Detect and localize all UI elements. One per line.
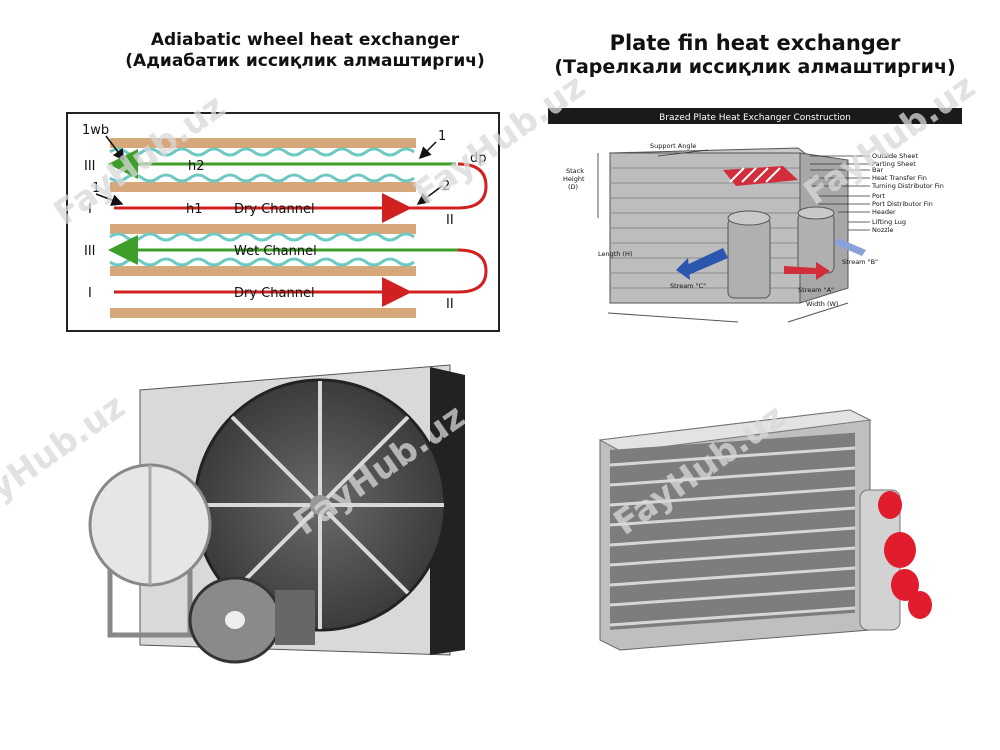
label-heat-transfer-fin: Heat Transfer Fin bbox=[872, 174, 927, 182]
wet-film-4 bbox=[109, 257, 415, 267]
stream-c-arrow bbox=[680, 248, 728, 276]
wet-film-1 bbox=[109, 147, 415, 157]
return-loop-2 bbox=[406, 248, 488, 294]
label-support-angle: Support Angle bbox=[650, 142, 696, 150]
label-I-2: I bbox=[88, 286, 92, 301]
plate-fin-exchanger-illustration bbox=[598, 409, 932, 651]
stream-b-arrow bbox=[834, 238, 866, 256]
plate-2 bbox=[110, 182, 416, 192]
return-loop-1 bbox=[406, 162, 488, 210]
label-h1: h1 bbox=[186, 202, 203, 217]
label-III-1: III bbox=[84, 159, 96, 174]
label-dry-channel-2: Dry Channel bbox=[234, 286, 315, 301]
label-h2: h2 bbox=[188, 159, 205, 174]
plate-3 bbox=[110, 224, 416, 234]
label-width: Width (W) bbox=[806, 300, 838, 308]
plate-4 bbox=[110, 266, 416, 276]
label-lifting-lug: Lifting Lug bbox=[872, 218, 906, 226]
label-wet-channel: Wet Channel bbox=[234, 244, 317, 259]
label-parting-sheet: Parting Sheet bbox=[872, 160, 916, 168]
brazed-plate-construction-diagram: Brazed Plate Heat Exchanger Construction bbox=[548, 108, 962, 323]
right-title-block: Plate fin heat exchanger (Тарелкали исси… bbox=[545, 30, 965, 80]
label-dp: dp bbox=[470, 151, 487, 166]
plate-5 bbox=[110, 308, 416, 318]
label-stream-a: Stream "A" bbox=[798, 286, 834, 294]
right-subtitle: (Тарелкали иссиқлик алмаштиргич) bbox=[554, 56, 956, 79]
label-stack: Stack bbox=[566, 167, 584, 175]
label-III-2: III bbox=[84, 244, 96, 259]
wet-film-2 bbox=[109, 173, 415, 183]
label-1-top: 1 bbox=[438, 129, 446, 144]
label-1-small: 1 bbox=[92, 181, 100, 196]
right-title: Plate fin heat exchanger bbox=[609, 31, 901, 55]
label-length: Length (H) bbox=[598, 250, 632, 258]
label-outside-sheet: Outside Sheet bbox=[872, 152, 918, 160]
stream-a-arrow bbox=[784, 266, 816, 274]
label-dry-channel-1: Dry Channel bbox=[234, 202, 315, 217]
label-I-1: I bbox=[88, 202, 92, 217]
rotary-wheel-illustration bbox=[88, 364, 465, 664]
label-port: Port bbox=[872, 192, 885, 200]
header-left bbox=[727, 217, 771, 299]
label-height: Height bbox=[563, 175, 585, 183]
left-subtitle: (Адиабатик иссиқлик алмаштиргич) bbox=[125, 51, 485, 72]
label-II-1: II bbox=[446, 213, 454, 228]
label-nozzle: Nozzle bbox=[872, 226, 893, 234]
left-title-block: Adiabatic wheel heat exchanger (Адиабати… bbox=[100, 30, 510, 73]
label-stream-b: Stream "B" bbox=[842, 258, 878, 266]
label-1wb: 1wb bbox=[82, 123, 109, 138]
label-bar: Bar bbox=[872, 166, 883, 174]
plate-1 bbox=[110, 138, 416, 148]
adiabatic-channel-diagram: 1wb 1 dp III h2 1 2 I h1 Dry Channel II … bbox=[66, 112, 500, 332]
label-stream-c: Stream "C" bbox=[670, 282, 706, 290]
label-header: Header bbox=[872, 208, 896, 216]
label-d: (D) bbox=[568, 183, 578, 191]
label-2: 2 bbox=[442, 179, 450, 194]
label-turning-fin: Turning Distributor Fin bbox=[871, 182, 944, 190]
left-title: Adiabatic wheel heat exchanger bbox=[150, 30, 460, 50]
wet-film-3 bbox=[109, 232, 415, 242]
construction-banner: Brazed Plate Heat Exchanger Construction bbox=[659, 113, 851, 123]
label-II-2: II bbox=[446, 297, 454, 312]
label-port-fin: Port Distributor Fin bbox=[872, 200, 933, 208]
